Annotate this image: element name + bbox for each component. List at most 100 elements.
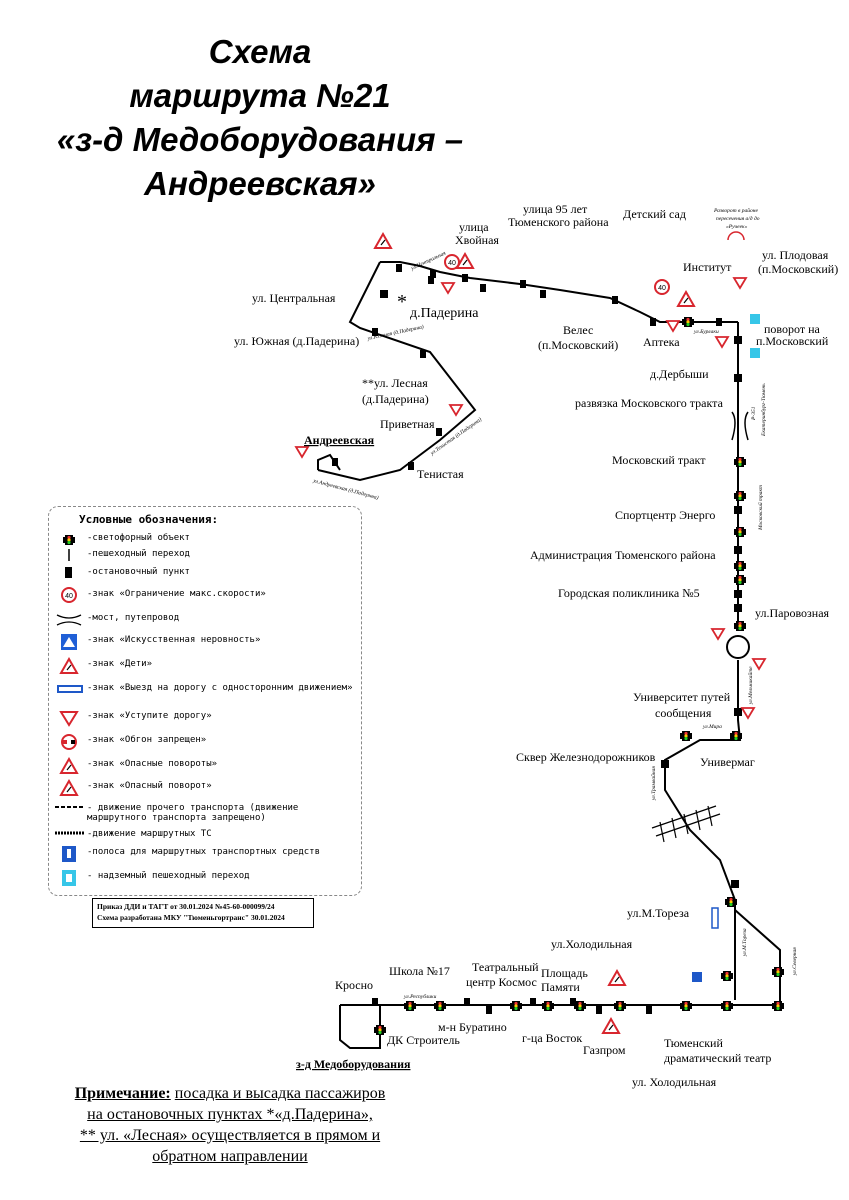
traffic-light-icon (772, 967, 784, 977)
traffic-light-icon (680, 1001, 692, 1011)
traffic-light-icon (682, 317, 694, 327)
traffic-lights (374, 317, 784, 1035)
legend-item: -знак «Опасные повороты» (55, 757, 360, 777)
stop-label: (п.Московский) (758, 262, 838, 276)
overpass-crossing-icon (62, 870, 76, 886)
bus-lane-icon (62, 846, 76, 862)
stop-label: ул. Центральная (252, 291, 336, 305)
legend-item: -полоса для маршрутных транспортных сред… (55, 845, 360, 865)
stop-label: Тенистая (417, 467, 464, 481)
yield-sign-icon (711, 628, 725, 640)
stop-label: поворот на (764, 322, 821, 336)
traffic-light-icon (734, 561, 746, 571)
bus-stop-icon (530, 998, 536, 1006)
street-label: ул.Республики (403, 993, 437, 1000)
street-label: ул.Мельникайте (747, 666, 754, 705)
yield-sign-icon (666, 320, 680, 332)
stop-label: д.Падерина (410, 306, 479, 321)
stop-label: Площадь (541, 966, 588, 980)
street-label: Р-351 (751, 406, 757, 421)
bus-stop-icon (612, 296, 618, 304)
legend-item: -остановочный пункт (55, 565, 360, 585)
yield-sign-icon (59, 711, 79, 727)
legend-text: -знак «Опасный поворот» (87, 781, 212, 791)
bus-stop-icon (430, 270, 436, 278)
legend-item: -знак «Опасный поворот» (55, 779, 360, 799)
legend-text: -движение маршрутных ТС (87, 829, 212, 839)
legend-text: - движение прочего транспорта (движение … (87, 803, 299, 823)
stop-label: центр Космос (466, 975, 537, 989)
order-line: Схема разработана МКУ "Тюменьгортранс" 3… (97, 913, 285, 922)
traffic-light-icon (734, 575, 746, 585)
street-labels: ул.Центральная ул.Южная (д.Падерина) ул.… (312, 207, 798, 1000)
bus-stop-icon (570, 998, 576, 1006)
overpass-crossing-icon (692, 972, 702, 982)
legend-item: 40 -знак «Ограничение макс.скорости» (55, 587, 360, 607)
dangerous-turns-icon (60, 758, 78, 774)
legend-item: -пешеходный переход (55, 547, 360, 567)
stop-label: Городская поликлиника №5 (558, 586, 700, 600)
traffic-light-icon (772, 1001, 784, 1011)
order-box: Приказ ДДИ и ТАГТ от 30.01.2024 №45-60-0… (92, 898, 314, 928)
legend-text: -пешеходный переход (87, 549, 190, 559)
speed-limit-value: 40 (65, 593, 73, 600)
dangerous-turn-icon (374, 233, 392, 249)
legend-text: -знак «Ограничение макс.скорости» (87, 589, 266, 599)
stop-label: сообщения (655, 706, 712, 720)
bus-stop-icon (734, 374, 742, 382)
stop-label: Детский сад (623, 207, 686, 221)
bus-stop-icon (646, 1006, 652, 1014)
order-line: Приказ ДДИ и ТАГТ от 30.01.2024 №45-60-0… (97, 902, 275, 911)
bus-stop-icon (650, 318, 656, 326)
stop-label: Сквер Железнодорожников (516, 750, 656, 764)
traffic-light-icon (734, 527, 746, 537)
street-label: Екатеринбург-Тюмень (760, 383, 767, 437)
legend-title: Условные обозначения: (79, 513, 219, 526)
bus-stop-icon (734, 604, 742, 612)
bus-stop-icon (734, 590, 742, 598)
stop-label: Институт (683, 260, 732, 274)
bus-stops (332, 264, 742, 1014)
yield-sign-icon (449, 404, 463, 416)
stop-label: ул. Плодовая (762, 248, 829, 262)
stop-label: Приветная (380, 417, 435, 431)
no-overtaking-icon (61, 734, 77, 750)
traffic-light-icon (434, 1001, 446, 1011)
stop-label: (д.Падерина) (362, 392, 429, 406)
stop-label: ул. Южная (д.Падерина) (234, 334, 359, 348)
stop-label: ул. Холодильная (632, 1075, 717, 1089)
stop-label: Кросно (335, 978, 373, 992)
title-line: Схема (208, 33, 312, 70)
turnaround-icon (727, 231, 745, 241)
legend-text: -знак «Обгон запрещен» (87, 735, 207, 745)
stop-label: д.Дербыши (650, 367, 709, 381)
legend: Условные обозначения: -светофорный объек… (48, 506, 362, 896)
stop-label: ул.Паровозная (755, 606, 830, 620)
yield-sign-icon (441, 282, 455, 294)
overpass-crossing-icon (750, 348, 760, 358)
stop-label: Хвойная (455, 233, 499, 247)
legend-text: -знак «Уступите дорогу» (87, 711, 212, 721)
legend-item: - надземный пешеходный переход (55, 869, 360, 889)
bus-stop-icon (716, 318, 722, 326)
yield-sign-icon (741, 707, 755, 719)
stop-label: Андреевская (304, 433, 375, 447)
stop-label: улица (459, 220, 489, 234)
note-text: обратном направлении (152, 1148, 308, 1165)
traffic-light-icon (374, 1025, 386, 1035)
note-label: Примечание: (74, 1085, 171, 1102)
street-label: ул.Тенистая (д.Падерина) (428, 416, 483, 457)
one-way-exit-icon (711, 907, 719, 929)
bus-stop-icon (734, 708, 742, 716)
dangerous-turn-icon (60, 780, 78, 796)
street-label: Московский тракт (757, 485, 764, 531)
stop-label: (п.Московский) (538, 338, 618, 352)
bus-stop-icon (380, 290, 388, 298)
children-sign-icon (602, 1018, 620, 1034)
legend-item: -мост, путепровод (55, 611, 360, 631)
traffic-light-icon (680, 731, 692, 741)
bus-stop-icon (396, 264, 402, 272)
bus-stop-icon (540, 290, 546, 298)
map-title: Схема маршрута №21 «з-д Медоборудования … (0, 30, 520, 206)
